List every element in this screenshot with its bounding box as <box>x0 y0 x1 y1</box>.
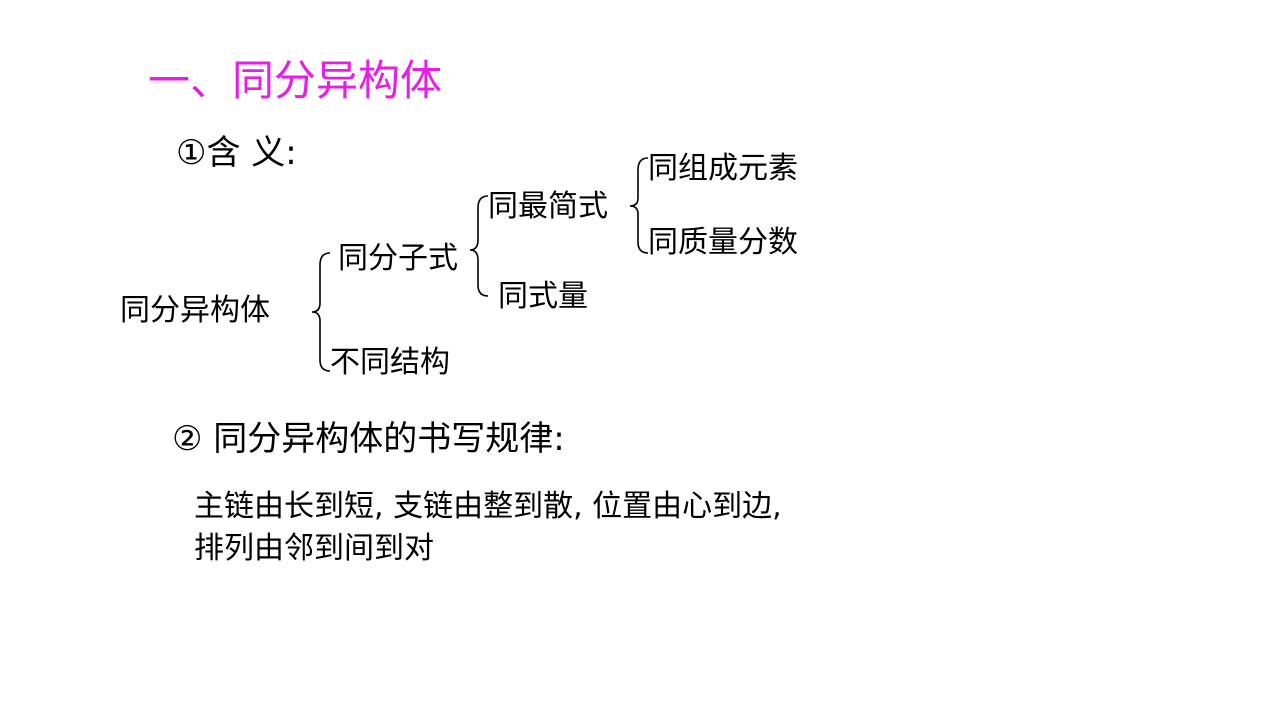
rule-text-line-1: 主链由长到短, 支链由整到散, 位置由心到边, <box>194 489 782 524</box>
tree-leaf-same-elements: 同组成元素 <box>648 151 798 186</box>
tree-node-same-simplest-formula: 同最简式 <box>488 189 608 224</box>
tree-branch-different-structure: 不同结构 <box>330 345 450 380</box>
brace-root <box>311 252 331 372</box>
brace-same-simplest-formula <box>629 157 649 254</box>
brace-same-formula <box>469 195 489 297</box>
tree-leaf-same-mass-fraction: 同质量分数 <box>648 225 798 260</box>
tree-root: 同分异构体 <box>120 293 270 328</box>
tree-branch-same-formula: 同分子式 <box>338 241 458 276</box>
rule-text-line-2: 排列由邻到间到对 <box>194 531 434 566</box>
page-title: 一、同分异构体 <box>148 56 443 105</box>
tree-node-same-formula-weight: 同式量 <box>498 279 588 314</box>
section-heading-definition: ①含 义: <box>176 133 297 173</box>
section-heading-writing-rules: ② 同分异构体的书写规律: <box>172 419 565 459</box>
